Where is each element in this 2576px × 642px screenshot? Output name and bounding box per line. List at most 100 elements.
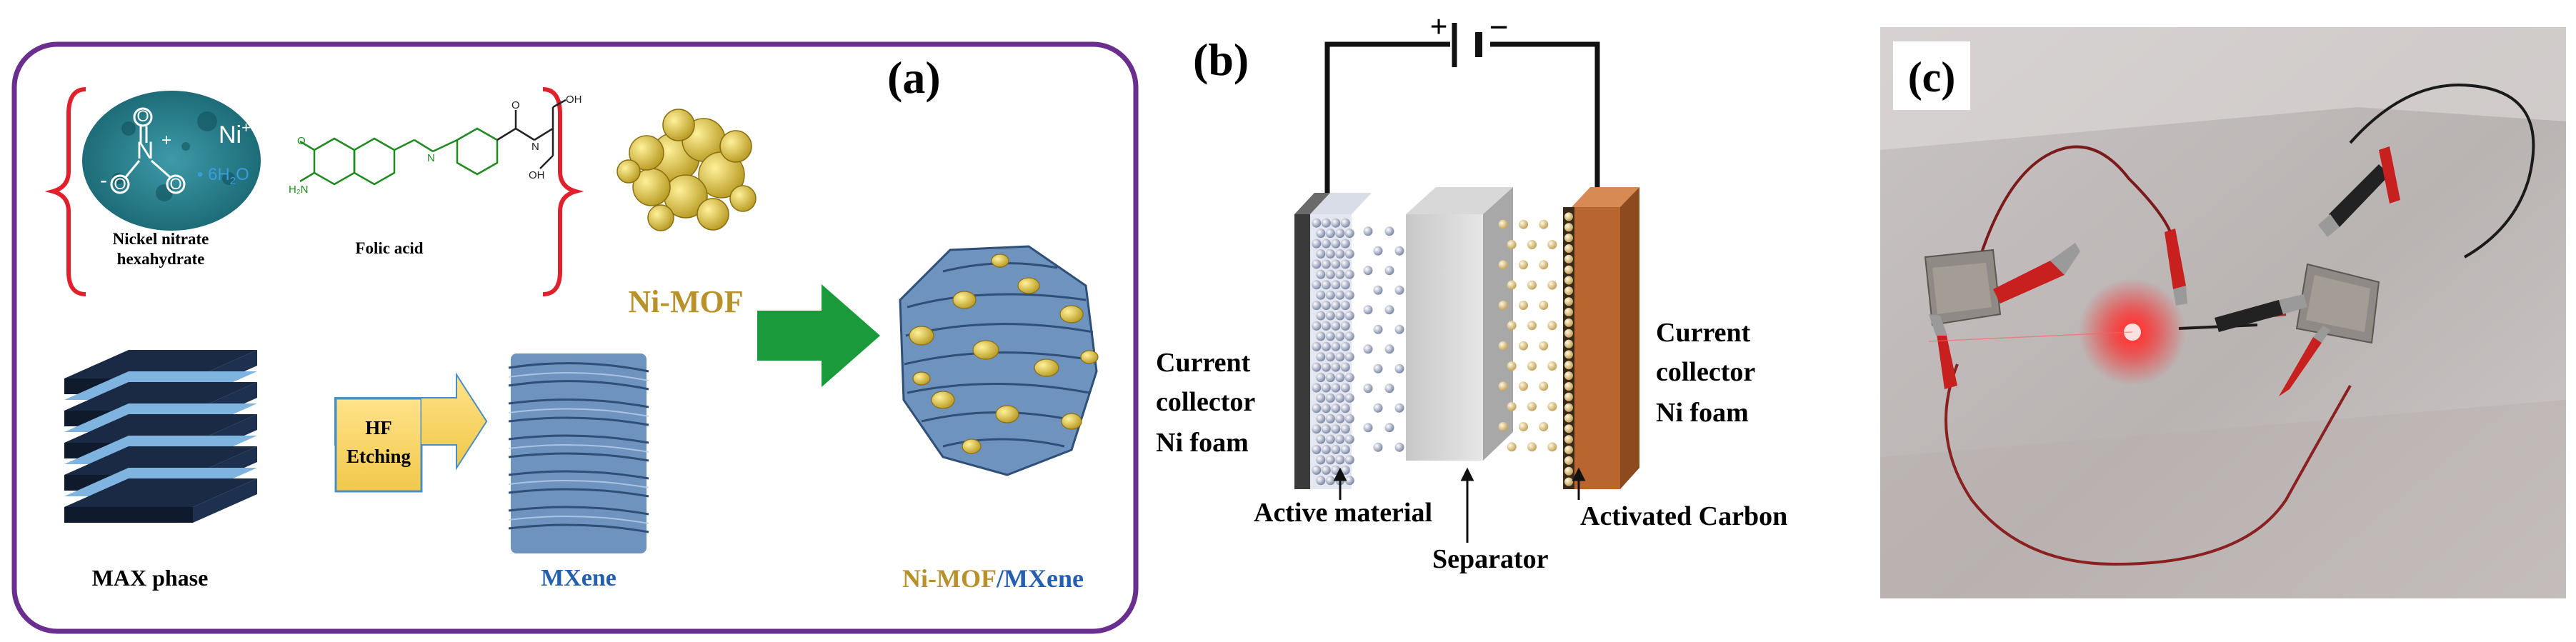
active-particle xyxy=(1335,331,1345,341)
carbon-particle xyxy=(1564,265,1573,274)
electrolyte-ion xyxy=(1507,280,1517,290)
active-particle xyxy=(1344,373,1354,383)
electrolyte-ion xyxy=(1384,423,1394,433)
carbon-particle xyxy=(1564,297,1573,306)
electrolyte-ion xyxy=(1547,442,1557,452)
active-particle xyxy=(1340,321,1350,331)
carbon-particle xyxy=(1564,413,1573,423)
electrolyte-ion xyxy=(1373,246,1383,256)
green-arrow xyxy=(757,284,880,387)
electrolyte-ion xyxy=(1394,442,1404,452)
electrolyte-ion xyxy=(1394,363,1404,373)
electrolyte-ion xyxy=(1539,341,1549,351)
right-current-collector xyxy=(1563,187,1639,489)
active-particle xyxy=(1340,239,1350,249)
electrolyte-ion xyxy=(1384,266,1394,276)
active-particle xyxy=(1331,362,1341,372)
active-particle xyxy=(1340,465,1350,475)
electrolyte-ion xyxy=(1519,422,1528,431)
active-particle xyxy=(1316,249,1326,259)
electrolyte-ion xyxy=(1539,301,1549,310)
carbon-particle xyxy=(1564,223,1573,232)
battery-minus: − xyxy=(1489,9,1508,46)
active-particle xyxy=(1312,321,1322,331)
hydrate-label: • 6H2O xyxy=(197,165,249,187)
electrolyte-ion xyxy=(1498,341,1508,351)
active-particle xyxy=(1340,280,1350,290)
carbon-particle xyxy=(1564,254,1573,264)
active-particle xyxy=(1325,393,1335,403)
carbon-particle xyxy=(1564,477,1573,486)
active-particle xyxy=(1316,476,1326,486)
electrolyte-ion xyxy=(1539,260,1549,270)
electrolyte-ion xyxy=(1539,381,1549,391)
active-particle xyxy=(1335,249,1345,259)
active-particle xyxy=(1344,476,1354,486)
electrolyte-ion xyxy=(1507,240,1517,249)
electrolyte-ion xyxy=(1363,383,1373,393)
active-particle xyxy=(1321,301,1331,311)
electrolyte-ion xyxy=(1507,321,1517,331)
electrolyte-ion xyxy=(1527,401,1537,411)
carbon-particle xyxy=(1564,361,1573,370)
carbon-particle xyxy=(1564,286,1573,296)
electrolyte-ion xyxy=(1498,260,1508,270)
electrolyte-ion xyxy=(1547,240,1557,249)
svg-text:H₂N: H₂N xyxy=(289,184,309,196)
left-curly-bracket xyxy=(44,87,86,296)
active-particle xyxy=(1325,311,1335,321)
right-collector-line3: Ni foam xyxy=(1656,398,1749,428)
svg-text:OH: OH xyxy=(529,169,545,181)
active-particle xyxy=(1312,239,1322,249)
active-particle xyxy=(1331,445,1341,454)
active-particle xyxy=(1335,393,1345,403)
electrolyte-ion xyxy=(1527,442,1537,452)
active-particle xyxy=(1316,290,1326,300)
panel-a: (a) O O O N + xyxy=(11,41,1139,634)
svg-text:N: N xyxy=(531,141,539,153)
carbon-particle xyxy=(1564,308,1573,316)
electrolyte-ion xyxy=(1547,401,1557,411)
electrolyte-ion xyxy=(1363,305,1373,315)
active-particle xyxy=(1340,383,1350,393)
active-particle xyxy=(1325,331,1335,341)
electrolyte-ion xyxy=(1394,324,1404,334)
active-particle xyxy=(1335,290,1345,300)
electrolyte-ion xyxy=(1507,401,1517,411)
active-particle xyxy=(1331,341,1341,351)
electrolyte-ion xyxy=(1519,381,1528,391)
active-particle xyxy=(1312,445,1322,454)
carbon-particle xyxy=(1564,318,1573,327)
mxene-accordion xyxy=(508,353,649,553)
electrolyte-ion xyxy=(1363,266,1373,276)
active-particle xyxy=(1325,229,1335,239)
active-particle xyxy=(1321,424,1331,434)
active-particle xyxy=(1325,373,1335,383)
active-particle xyxy=(1321,465,1331,475)
supercapacitor-device-left xyxy=(1924,249,2002,326)
active-particle xyxy=(1316,373,1326,383)
active-particle xyxy=(1344,455,1354,465)
electrolyte-ion xyxy=(1527,280,1537,290)
active-particle xyxy=(1325,413,1335,423)
mxene-label: MXene xyxy=(541,565,616,591)
red-clip-5 xyxy=(2379,146,2400,204)
active-particle xyxy=(1344,311,1354,321)
active-particle xyxy=(1340,362,1350,372)
folic-acid-label: Folic acid xyxy=(355,239,423,257)
charge-plus: + xyxy=(161,131,171,150)
separator-label: Separator xyxy=(1432,544,1549,574)
electrolyte-ion xyxy=(1539,219,1549,229)
activated-carbon-label: Activated Carbon xyxy=(1580,501,1787,531)
panel-a-frame xyxy=(11,41,1139,634)
separator-membrane xyxy=(1406,187,1513,461)
carbon-particle xyxy=(1564,234,1573,243)
nickel-nitrate-label-2: hexahydrate xyxy=(117,250,205,268)
active-particle xyxy=(1316,413,1326,423)
active-particle xyxy=(1321,341,1331,351)
electrolyte-ion xyxy=(1363,226,1373,236)
active-particle xyxy=(1344,290,1354,300)
active-particle xyxy=(1344,352,1354,362)
hf-label: HF xyxy=(365,417,392,438)
active-particle xyxy=(1340,403,1350,413)
